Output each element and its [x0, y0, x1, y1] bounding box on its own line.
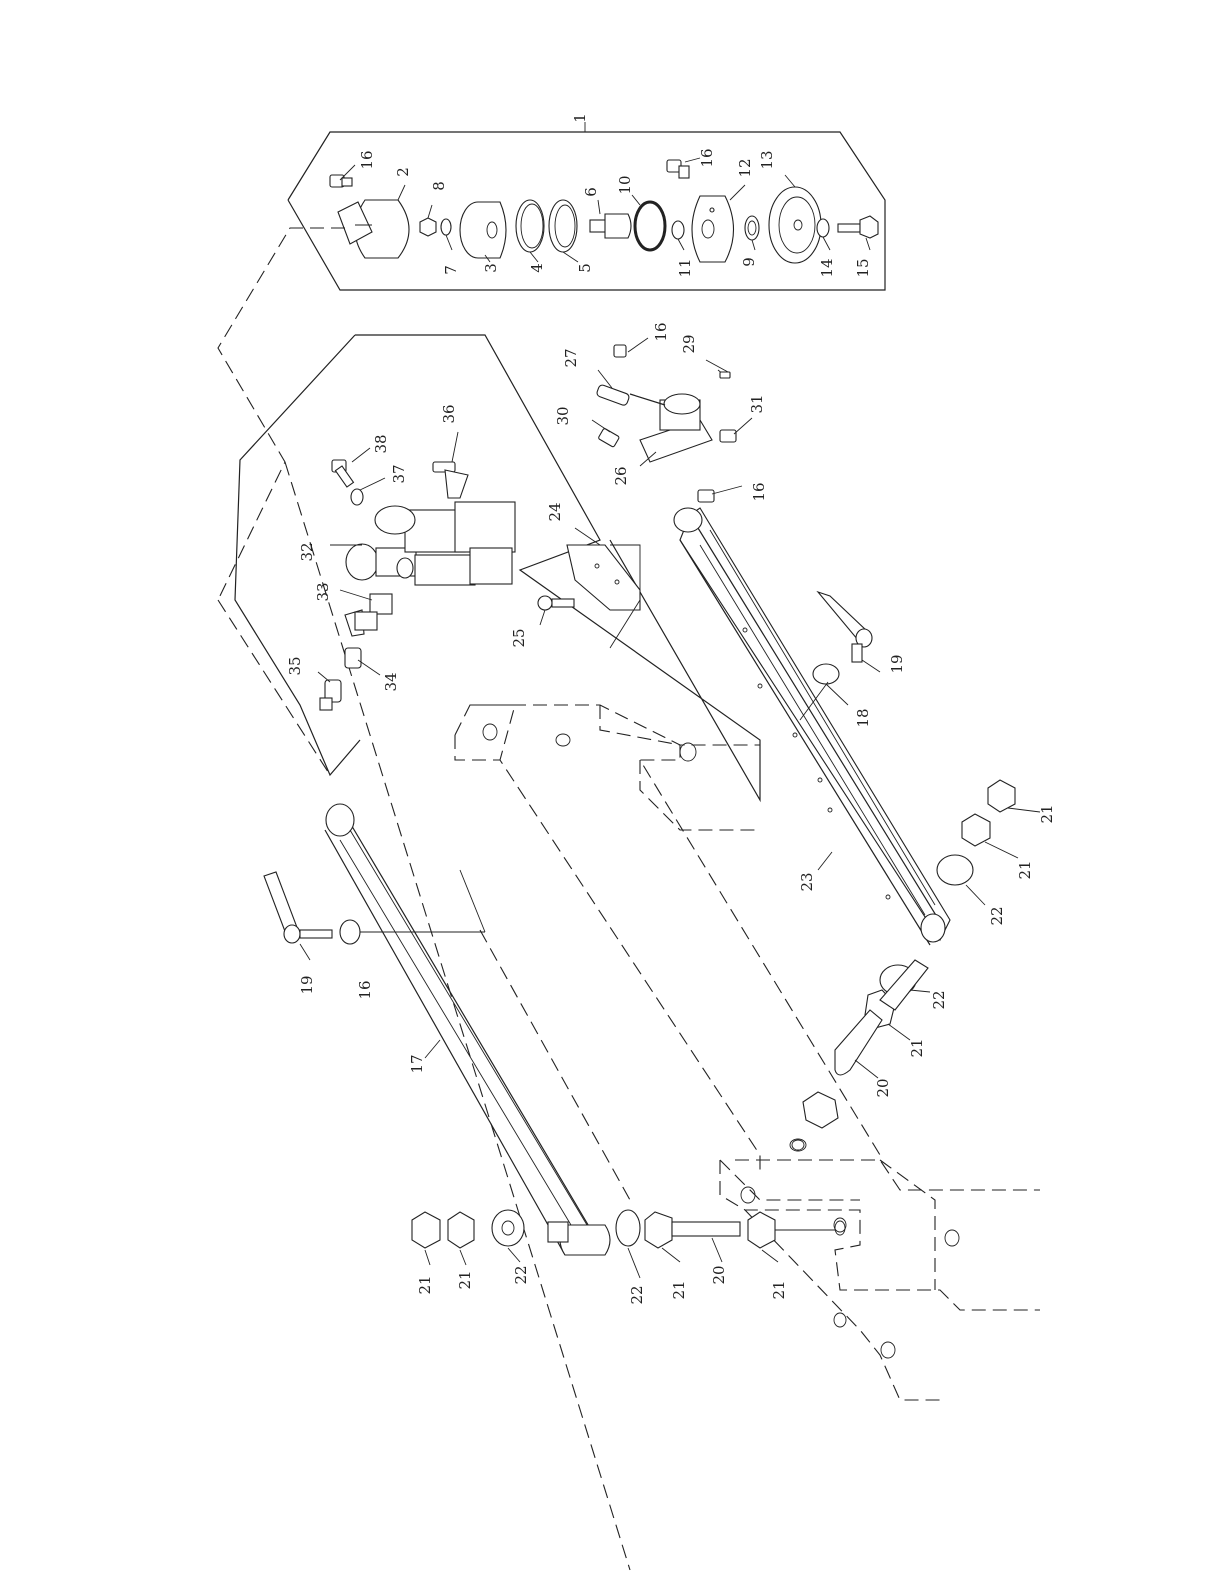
part-callout-38: 38: [372, 434, 390, 453]
part-callout-25: 25: [510, 628, 528, 647]
bolt-25: [538, 596, 574, 610]
part-callout-22: 22: [930, 990, 948, 1009]
part-callout-16: 16: [750, 482, 768, 501]
part-callout-35: 35: [286, 656, 304, 675]
part-callout-8: 8: [430, 181, 448, 191]
part-callout-33: 33: [314, 582, 332, 601]
bottom-hardware: [412, 1210, 845, 1278]
elbow-fitting: [330, 175, 352, 187]
regulator-parts: [320, 460, 515, 710]
part-callout-1: 1: [571, 113, 589, 123]
regulator-body: [346, 502, 515, 585]
part-callout-20: 20: [710, 1265, 728, 1284]
nut: [412, 1212, 440, 1248]
part-callout-14: 14: [818, 258, 836, 277]
part-callout-27: 27: [562, 348, 580, 367]
ball-valve-33: [345, 594, 392, 636]
elbow-36: [433, 462, 468, 498]
thread-stub: [548, 1222, 568, 1242]
fitting-35: [320, 680, 341, 710]
bracket-24: [567, 545, 640, 610]
small-nut: [420, 218, 436, 236]
part-callout-13: 13: [758, 150, 776, 169]
part-callout-21: 21: [770, 1280, 788, 1299]
nut: [962, 814, 990, 846]
part-callout-7: 7: [442, 265, 460, 275]
nut: [803, 1092, 838, 1128]
part-callout-21: 21: [416, 1275, 434, 1294]
part-callout-5: 5: [576, 263, 594, 273]
flat-washer: [937, 855, 973, 885]
nut: [645, 1212, 672, 1248]
part-callout-18: 18: [854, 708, 872, 727]
part-callout-32: 32: [298, 542, 316, 561]
part-callout-26: 26: [612, 466, 630, 485]
nut: [988, 780, 1015, 812]
part-callout-3: 3: [482, 263, 500, 273]
part-callout-10: 10: [616, 175, 634, 194]
washer-37: [351, 489, 363, 505]
part-callout-11: 11: [676, 258, 694, 277]
part-callout-21: 21: [908, 1038, 926, 1057]
seal: [549, 200, 577, 252]
part-callout-2: 2: [394, 167, 412, 177]
piston-ring: [516, 200, 544, 252]
part-callout-16: 16: [698, 148, 716, 167]
part-callout-29: 29: [680, 334, 698, 353]
part-callout-31: 31: [748, 394, 766, 413]
fitting-34: [345, 648, 361, 668]
part-callout-4: 4: [528, 263, 546, 273]
part-callout-22: 22: [628, 1285, 646, 1304]
bushing: [745, 216, 759, 240]
rear-end-cap: [692, 196, 734, 262]
part-callout-15: 15: [854, 258, 872, 277]
flat-washer: [492, 1210, 524, 1246]
part-callout-16: 16: [356, 980, 374, 999]
part-callout-19: 19: [298, 975, 316, 994]
part-callout-37: 37: [390, 464, 408, 483]
part-callout-34: 34: [382, 672, 400, 691]
o-ring: [635, 202, 665, 250]
nut: [748, 1212, 775, 1248]
part-callout-16: 16: [358, 150, 376, 169]
part-callout-21: 21: [1016, 860, 1034, 879]
kit-1-parts: [330, 160, 878, 263]
part-callout-21: 21: [670, 1280, 688, 1299]
small-washer: [441, 219, 451, 235]
part-callout-22: 22: [512, 1265, 530, 1284]
part-callout-24: 24: [546, 502, 564, 521]
bolt-15: [838, 216, 878, 238]
cover-plate: [769, 187, 821, 263]
part-callout-16: 16: [652, 322, 670, 341]
piston: [460, 202, 506, 258]
part-callout-12: 12: [736, 158, 754, 177]
part-callout-22: 22: [988, 906, 1006, 925]
end-cap: [338, 200, 409, 258]
part-callout-20: 20: [874, 1078, 892, 1097]
part-callout-17: 17: [408, 1054, 426, 1073]
arm-17: [325, 804, 610, 1255]
main-frame-dashed: [455, 705, 1040, 1400]
part-callout-9: 9: [740, 257, 758, 267]
stud: [835, 1010, 882, 1075]
piston-rod: [590, 214, 631, 238]
part-callout-6: 6: [582, 187, 600, 197]
nut: [448, 1212, 474, 1248]
flat-washer: [616, 1210, 640, 1246]
part-callout-21: 21: [1038, 804, 1056, 823]
part-callout-30: 30: [554, 406, 572, 425]
part-callout-19: 19: [888, 654, 906, 673]
elbow-fitting-12: [667, 160, 689, 178]
bolt-38: [332, 460, 353, 487]
part-callout-36: 36: [440, 404, 458, 423]
part-callout-23: 23: [798, 872, 816, 891]
washer-14: [817, 219, 829, 237]
small-o-ring: [672, 221, 684, 239]
stud: [672, 1222, 740, 1236]
part-callout-21: 21: [456, 1270, 474, 1289]
right-hardware: [790, 780, 1040, 1151]
